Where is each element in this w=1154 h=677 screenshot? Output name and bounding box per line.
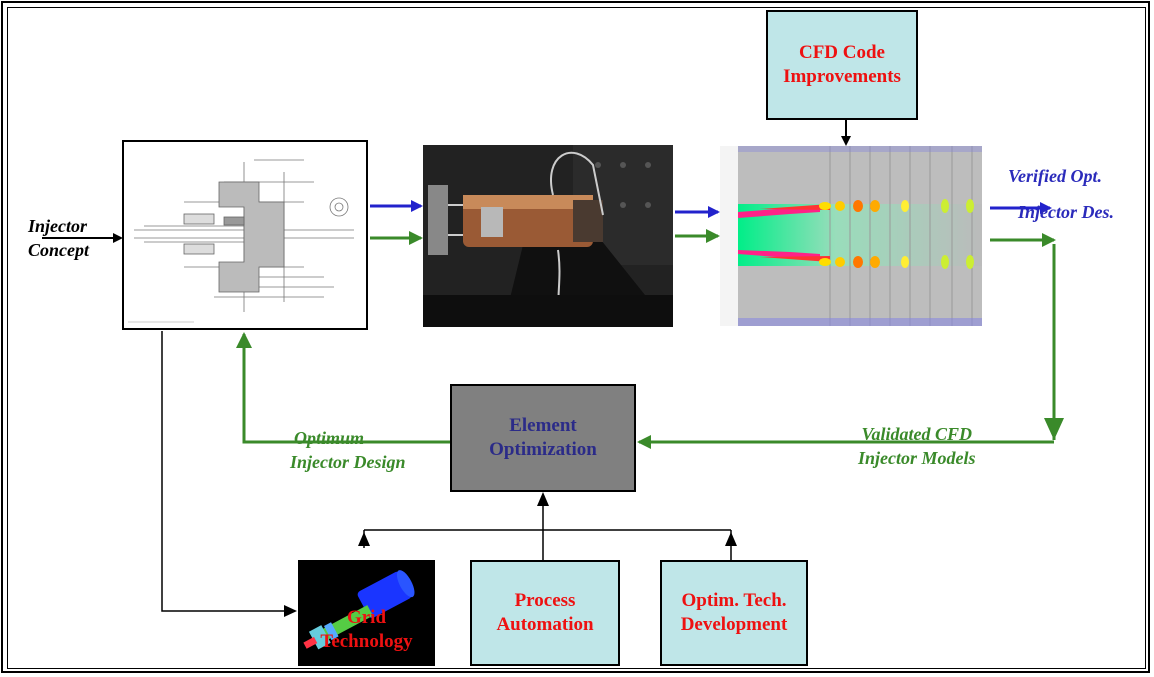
injector-concept-line2: Concept: [28, 240, 89, 260]
tree-to-element-arrowhead: [537, 492, 549, 506]
verified-output-line2: Injector Des.: [1018, 202, 1114, 222]
element-optimization-line1: Element: [509, 415, 577, 436]
drawing-to-grid-line: [161, 331, 292, 612]
optimum-return-arrowhead: [236, 332, 252, 348]
element-optimization-line2: Optimization: [489, 439, 597, 460]
tree-optim-arrowhead: [725, 532, 737, 546]
grid-technology-box: Grid Technology: [298, 560, 435, 666]
cfd-simulation-image: [720, 146, 982, 326]
validated-loop-arrowhead: [1044, 418, 1064, 440]
test-rig-graphic: [423, 145, 673, 327]
cfd-code-improvements-box: CFD Code Improvements: [766, 10, 918, 120]
cfd-box-line2: Improvements: [783, 66, 901, 87]
verified-output-label: Verified Opt. Injector Des.: [1008, 164, 1114, 224]
process-automation-line2: Automation: [496, 614, 594, 635]
inner-frame: [7, 7, 1146, 669]
cfd-box-line1: CFD Code: [798, 42, 885, 63]
validated-cfd-line2: Injector Models: [858, 448, 976, 468]
grid-technology-line2: Technology: [320, 631, 413, 652]
optimum-return-line: [242, 334, 450, 444]
tree-grid-arrowhead: [358, 532, 370, 546]
validated-cfd-line1: Validated CFD: [861, 424, 973, 444]
process-automation-box: Process Automation: [470, 560, 620, 666]
drawing-to-grid-arrowhead: [284, 605, 297, 617]
grid-technology-label: Grid Technology: [298, 606, 435, 654]
optim-tech-line2: Development: [680, 614, 788, 635]
grid-technology-line1: Grid: [346, 607, 387, 628]
optimum-injector-line1: Optimum: [294, 428, 365, 448]
injector-concept-label: Injector Concept: [28, 214, 89, 262]
injector-concept-line1: Injector: [28, 216, 88, 236]
optim-tech-line1: Optim. Tech.: [681, 590, 787, 611]
test-rig-photo: [423, 145, 673, 327]
element-optimization-box: Element Optimization: [450, 384, 636, 492]
cfd-flow-field-graphic: [720, 146, 982, 326]
process-automation-line1: Process: [514, 590, 576, 611]
optim-tech-development-box: Optim. Tech. Development: [660, 560, 808, 666]
verified-output-line1: Verified Opt.: [1008, 166, 1102, 186]
validated-cfd-label: Validated CFD Injector Models: [858, 422, 976, 470]
injector-drawing: [122, 140, 368, 330]
grid-technology-graphic: [298, 560, 435, 666]
engineering-drawing-graphic: [124, 142, 366, 328]
optimum-injector-label: Optimum Injector Design: [290, 426, 406, 474]
optimum-injector-line2: Injector Design: [290, 452, 406, 472]
